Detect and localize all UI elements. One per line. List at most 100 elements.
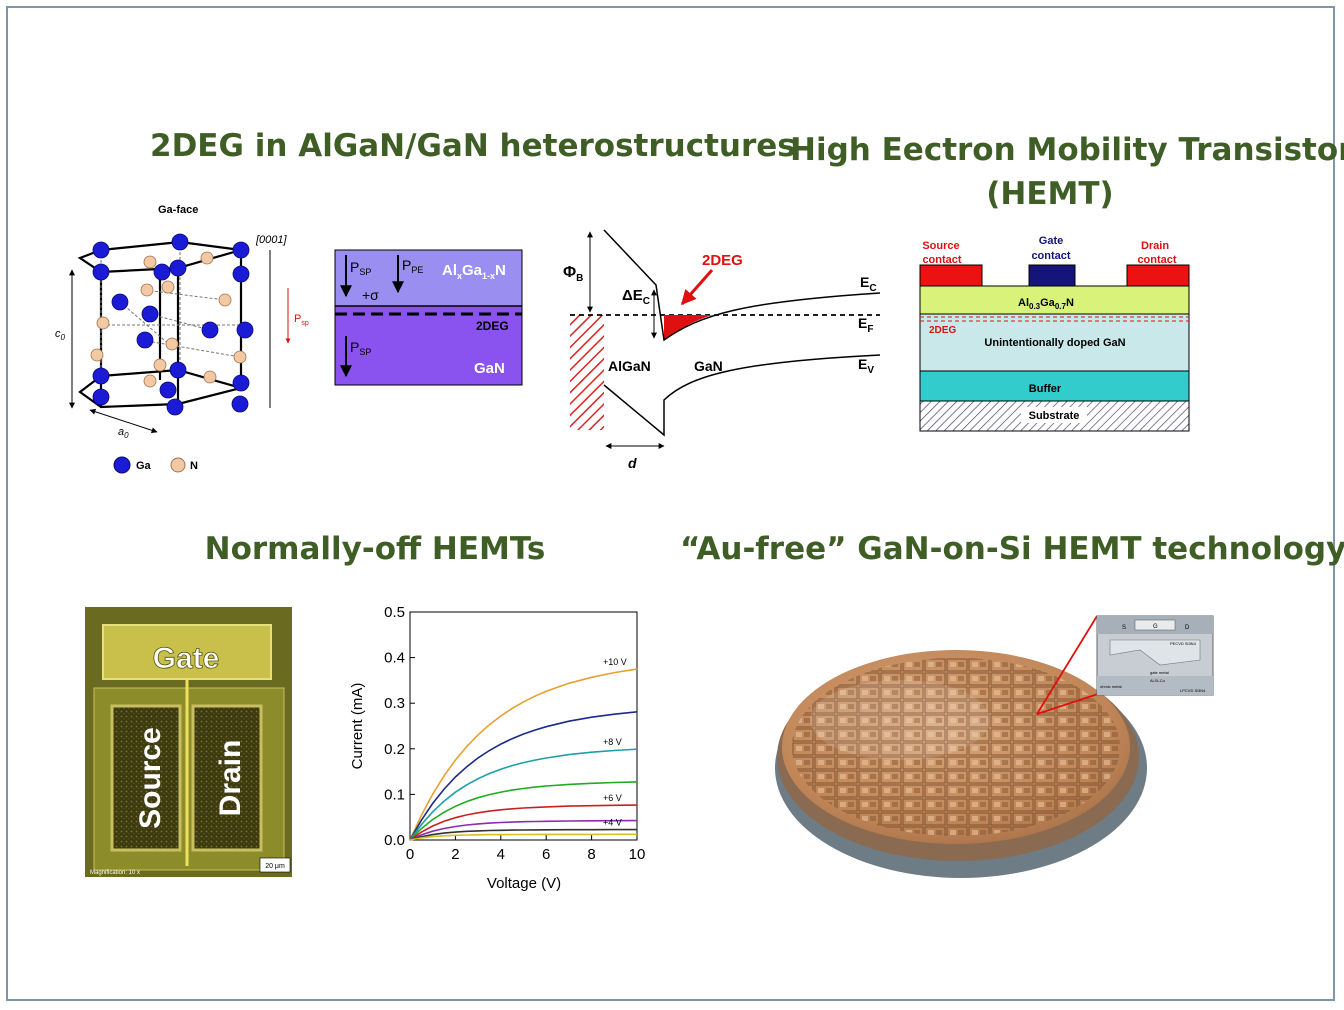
sem-label-ohmic: ohmic metal: [1100, 684, 1122, 689]
chart-xlabel: Voltage (V): [487, 875, 561, 892]
ga-atoms: [92, 233, 254, 416]
drain-contact-label-2: contact: [1137, 254, 1176, 266]
polarization-2deg-label: 2DEG: [476, 319, 509, 333]
gate-contact-label: Gate: [1039, 235, 1063, 247]
substrate-label: Substrate: [1029, 410, 1080, 422]
chart-series: [409, 668, 638, 841]
series-line: [409, 711, 638, 841]
slide-frame: [6, 6, 1335, 1001]
micrograph: Gate Source Drain 20 μm Magnification: 1…: [85, 607, 292, 877]
buffer-label: Buffer: [1029, 383, 1062, 395]
band-2deg-label: 2DEG: [702, 252, 743, 269]
series-line: [409, 833, 637, 841]
series-line: [409, 828, 637, 841]
buffer-layer: [919, 370, 1190, 402]
y-tick-label: 0.1: [384, 786, 405, 803]
drain-contact: [1126, 264, 1190, 287]
micrograph-gate-label: Gate: [153, 642, 220, 675]
2deg-arrow: [680, 269, 714, 306]
valence-band: [603, 354, 881, 437]
series-label: +6 V: [603, 793, 622, 803]
n-atoms: [90, 251, 247, 388]
ef-label: EF: [858, 315, 873, 335]
substrate-layer: [919, 400, 1190, 432]
sem-inset-structure: [1109, 639, 1201, 666]
gan-channel-label: Unintentionally doped GaN: [984, 337, 1125, 349]
sigma-label: +σ: [362, 287, 379, 303]
scale-bar-box: [259, 857, 291, 873]
y-tick-label: 0.3: [384, 695, 405, 712]
title-hemt-line2: (HEMT): [986, 176, 1114, 212]
micrograph-drain-pad: [191, 704, 263, 852]
psp-top-label: PSP: [350, 259, 371, 277]
y-tick-label: 0.4: [384, 650, 405, 667]
drain-contact-label: Drain: [1141, 240, 1169, 252]
phi-label: ΦB: [563, 264, 583, 284]
zoom-line-1: [1036, 615, 1098, 715]
d-label: d: [628, 455, 637, 471]
title-2deg: 2DEG in AlGaN/GaN heterostructures: [150, 128, 796, 164]
c0-label: c0: [55, 328, 66, 342]
series-line: [409, 819, 638, 841]
algan-layer: [334, 249, 523, 307]
y-tick-label: 0.2: [384, 741, 405, 758]
micrograph-source-pad: [110, 704, 182, 852]
title-au-free: “Au-free” GaN-on-Si HEMT technology: [680, 531, 1344, 567]
title-normally-off: Normally-off HEMTs: [204, 531, 546, 567]
sem-label-g: G: [1153, 624, 1158, 630]
metal-hatch: [570, 315, 604, 430]
hemt-2deg-label: 2DEG: [929, 325, 956, 336]
crystal-direction-label: [0001]: [255, 234, 288, 246]
gan-layer: [334, 305, 523, 386]
chart-series-labels: +10 V+8 V+6 V+4 V: [603, 657, 627, 828]
x-tick-label: 10: [629, 846, 646, 863]
series-line: [409, 804, 638, 841]
source-contact-label-2: contact: [922, 254, 961, 266]
sem-label-s: S: [1122, 625, 1126, 631]
band-algan-label: AlGaN: [608, 358, 651, 374]
micrograph-source-label: Source: [134, 727, 167, 829]
title-hemt-line1: High Eectron Mobility Transistor: [790, 132, 1344, 168]
source-contact: [919, 264, 983, 287]
y-tick-label: 0.0: [384, 832, 405, 849]
algan-barrier-label: Al0.3Ga0.7N: [1018, 297, 1074, 311]
psp-bottom-label: PSP: [350, 339, 371, 357]
wafer-highlight: [810, 680, 990, 760]
wafer-dies: [792, 658, 1120, 836]
sem-inset-bottom: [1097, 676, 1213, 695]
hemt-cross-section: Source contact Gate contact Drain contac…: [919, 235, 1190, 432]
conduction-band: [603, 229, 881, 342]
magnification-label: Magnification: 10 x: [90, 870, 140, 876]
substrate-label-bg: [1021, 407, 1087, 423]
algan-formula: AlxGa1-xN: [442, 262, 506, 281]
legend-ga-label: Ga: [136, 460, 152, 472]
gate-contact: [1028, 264, 1076, 287]
algan-barrier: [919, 285, 1190, 315]
y-tick-label: 0.5: [384, 604, 405, 621]
x-tick-label: 8: [587, 846, 595, 863]
x-tick-label: 6: [542, 846, 550, 863]
band-gan-label: GaN: [694, 358, 723, 374]
series-line: [409, 748, 638, 841]
source-contact-label: Source: [922, 240, 959, 252]
polarization-gan-label: GaN: [474, 360, 505, 377]
wafer-photo: S G D PECVD Si3N4 gate metal ohmic metal…: [775, 615, 1214, 878]
crystal-diagram: Ga-face [0001] c0 Psp a0: [55, 204, 309, 474]
gan-channel: [919, 313, 1190, 372]
title-hemt: High Eectron Mobility Transistor (HEMT): [790, 128, 1344, 216]
legend-n-label: N: [190, 460, 198, 472]
psp-crystal-label: Psp: [294, 313, 309, 327]
sem-label-pecvd: PECVD Si3N4: [1170, 641, 1197, 646]
legend-n-dot: [170, 457, 186, 473]
polarization-diagram: PSP PPE AlxGa1-xN +σ 2DEG PSP GaN: [334, 249, 523, 386]
x-tick-label: 4: [497, 846, 505, 863]
sem-label-d: D: [1185, 625, 1190, 631]
a0-label: a0: [118, 426, 129, 440]
ec-label: EC: [860, 274, 877, 294]
chart-plot-area: [409, 611, 638, 841]
scale-bar-label: 20 μm: [265, 863, 285, 870]
2deg-well: [664, 315, 712, 340]
x-tick-label: 0: [406, 846, 414, 863]
micrograph-gate-pad: [102, 624, 272, 680]
